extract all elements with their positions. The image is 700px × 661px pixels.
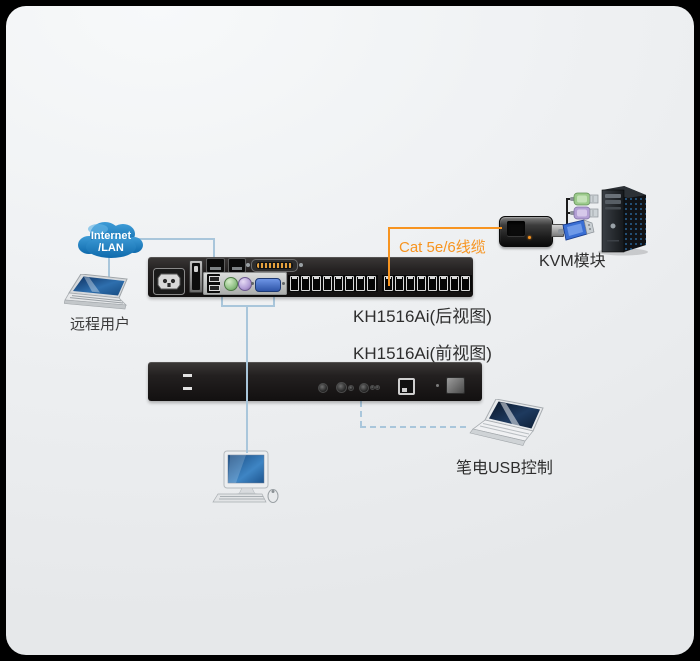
cloud-label-line2: /LAN	[98, 242, 124, 254]
rj45-port	[301, 276, 310, 291]
front-panel-button	[336, 382, 347, 393]
daisy-chain-port-icon	[246, 259, 303, 272]
rj45-port	[334, 276, 343, 291]
diagram-background	[6, 6, 694, 655]
front-view-label: KH1516Ai(前视图)	[353, 344, 492, 363]
cloud-to-switch-line-v	[213, 238, 215, 258]
kvm-adapter-module-icon	[499, 216, 553, 247]
cat5-cable-line-v	[388, 227, 390, 286]
rj45-port-group	[382, 275, 472, 292]
front-panel-button	[370, 385, 375, 390]
rj45-port	[428, 276, 437, 291]
rj45-port	[395, 276, 404, 291]
vga-connector-icon	[558, 219, 595, 241]
front-panel-indicator	[436, 384, 439, 387]
front-to-laptop-line-v	[360, 401, 362, 427]
local-console-pc-icon	[212, 450, 279, 503]
console-to-desktop-line	[246, 305, 248, 453]
power-inlet-icon	[153, 268, 185, 295]
serial-port-icon	[228, 258, 246, 273]
rj45-port	[367, 276, 376, 291]
cloud-label-line1: Internet	[91, 230, 132, 242]
internet-cloud-icon: Internet /LAN	[78, 222, 143, 258]
daisy-chain-pins	[256, 262, 293, 269]
console-bracket-right	[273, 297, 275, 307]
rj45-port	[417, 276, 426, 291]
front-panel-button	[318, 383, 328, 393]
led-dash	[183, 387, 192, 390]
kvm-module-port	[507, 221, 525, 236]
lan-port-icon	[206, 258, 225, 273]
ps2-mouse-connector-icon	[570, 206, 599, 220]
front-panel-button	[348, 385, 354, 391]
server-tower-icon	[598, 186, 648, 256]
console-port-panel	[203, 272, 287, 295]
front-panel-button	[375, 385, 380, 390]
remote-user-label: 远程用户	[70, 316, 131, 333]
rj45-port	[290, 276, 299, 291]
rj45-port	[461, 276, 470, 291]
laptop-usb-control-label: 笔电USB控制	[456, 460, 553, 477]
kvm-module-label: KVM模块	[539, 253, 606, 270]
kvm-module-led	[528, 236, 531, 239]
usb-control-laptop-icon	[469, 399, 544, 446]
ps2-mouse-port-icon	[238, 277, 252, 291]
console-bracket-bottom	[221, 305, 275, 307]
console-bracket-left	[221, 297, 223, 307]
ps2-keyboard-connector-icon	[570, 192, 599, 206]
led-dash	[183, 374, 192, 377]
remote-user-laptop-icon	[64, 274, 128, 310]
cloud-to-laptop-line	[108, 253, 110, 278]
rear-view-label: KH1516Ai(后视图)	[353, 307, 492, 326]
cable-label: Cat 5e/6线缆	[399, 239, 486, 256]
rj45-port	[439, 276, 448, 291]
front-panel-button	[359, 383, 369, 393]
cloud-to-switch-line-h	[136, 238, 215, 240]
front-usb-port-icon	[398, 378, 415, 395]
rj45-port	[312, 276, 321, 291]
kvm-switch-rear-panel	[148, 257, 473, 297]
ps2-keyboard-port-icon	[224, 277, 238, 291]
rj45-port-group	[288, 275, 378, 292]
power-switch-icon	[189, 260, 203, 293]
rj45-port	[356, 276, 365, 291]
rj45-port	[323, 276, 332, 291]
rj45-port	[345, 276, 354, 291]
kvm-switch-front-panel	[148, 362, 482, 401]
vga-console-port-icon	[251, 278, 285, 292]
usb-console-ports-icon	[207, 274, 220, 293]
kvm-cable-line	[566, 198, 568, 231]
front-power-button	[446, 377, 465, 394]
rj45-port	[406, 276, 415, 291]
cat5-cable-line-h	[388, 227, 502, 229]
front-to-laptop-line-h	[360, 426, 466, 428]
rj45-port	[450, 276, 459, 291]
